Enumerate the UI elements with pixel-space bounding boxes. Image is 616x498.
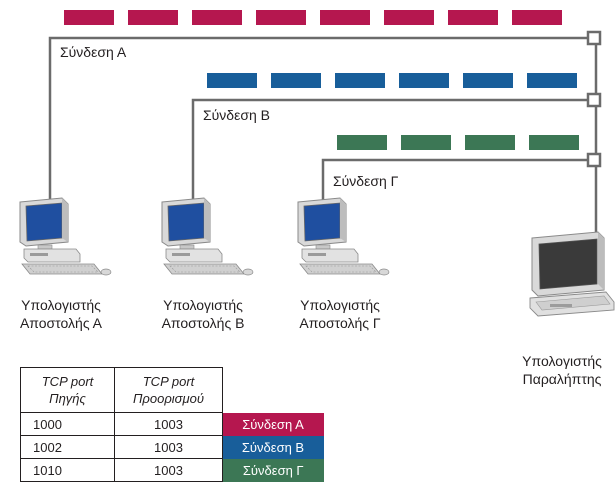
table-row: 1002 1003 Σύνδεση Β [20,435,324,459]
connection-c-line [321,158,598,232]
packet-segment-a [128,10,178,25]
table-row: 1010 1003 Σύνδεση Γ [20,458,324,482]
packet-segment-a [384,10,434,25]
connection-tag: Σύνδεση Β [222,435,324,459]
packet-segment-b [527,73,577,88]
port-c [586,152,602,168]
connection-a-packets [64,10,562,25]
packet-segment-a [64,10,114,25]
packet-segment-b [335,73,385,88]
packet-segment-c [529,135,579,150]
source-port-cell: 1000 [20,412,115,436]
dest-port-cell: 1003 [114,412,223,436]
connection-tag: Σύνδεση Γ [222,458,324,482]
packet-segment-a [256,10,306,25]
connection-c-packets [337,135,579,150]
connection-b-line [191,98,596,200]
packet-segment-c [337,135,387,150]
connection-c-label: Σύνδεση Γ [333,173,399,189]
port-b [586,92,602,108]
packet-segment-c [465,135,515,150]
packet-segment-c [401,135,451,150]
connection-a-label: Σύνδεση Α [60,44,127,60]
connection-b-packets [207,73,577,88]
packet-segment-a [192,10,242,25]
dest-port-cell: 1003 [114,458,223,482]
source-port-cell: 1002 [20,435,115,459]
sender-b-computer-icon [161,197,254,276]
sender-a-computer-icon [19,197,112,276]
packet-segment-b [463,73,513,88]
receiver-laptop-icon [529,231,615,317]
packet-segment-b [271,73,321,88]
source-port-cell: 1010 [20,458,115,482]
packet-segment-a [320,10,370,25]
packet-segment-b [207,73,257,88]
dest-port-cell: 1003 [114,435,223,459]
connection-tag: Σύνδεση Α [222,412,324,436]
packet-segment-b [399,73,449,88]
port-a [586,30,602,46]
table-row: 1000 1003 Σύνδεση Α [20,412,324,436]
packet-segment-a [448,10,498,25]
connection-b-label: Σύνδεση Β [203,107,270,123]
packet-segment-a [512,10,562,25]
sender-c-computer-icon [297,197,390,276]
